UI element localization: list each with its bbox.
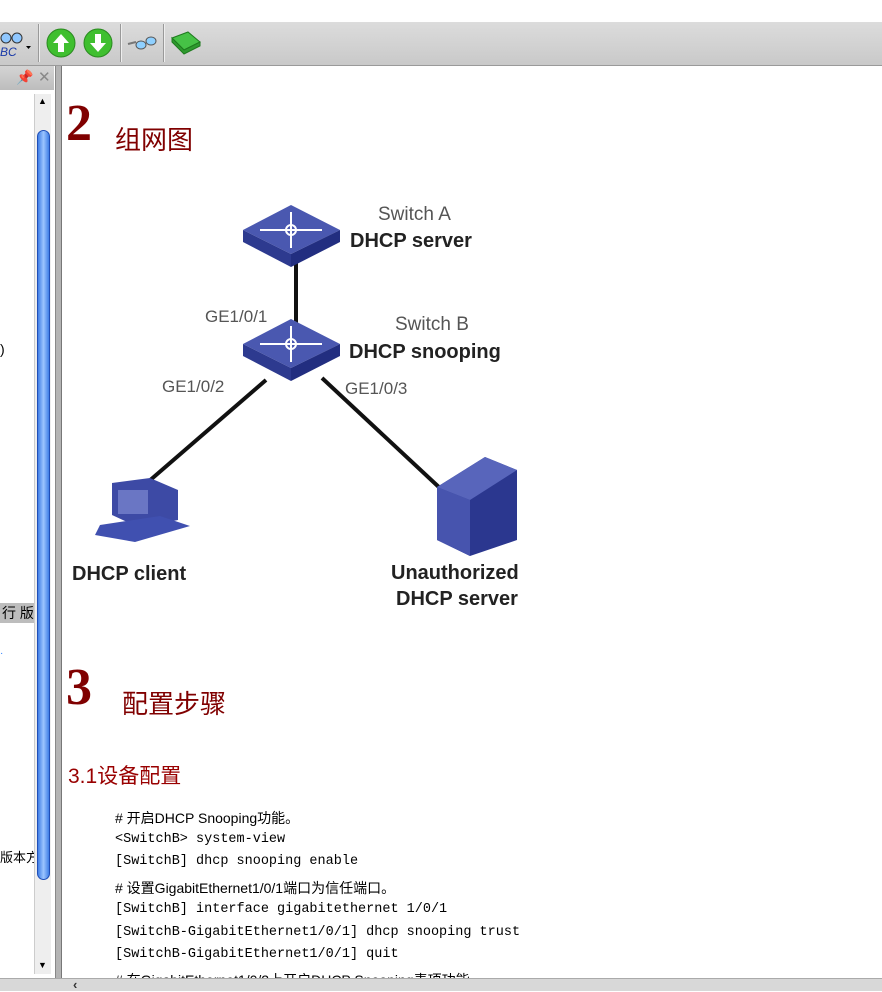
switch-b-icon [243,319,340,381]
client-label: DHCP client [72,563,186,585]
previous-arrow-icon[interactable] [46,28,76,58]
code-line: [SwitchB] dhcp snooping enable [115,854,359,869]
switch-a-icon [243,205,340,267]
switch-a-role: DHCP server [350,230,472,252]
section-title: 配置步骤 [122,690,227,719]
code-line: [SwitchB-GigabitEthernet1/0/1] quit [115,947,399,962]
switch-b-role: DHCP snooping [349,341,501,363]
nav-marker: · [0,648,4,659]
code-line: [SwitchB] interface gigabitethernet 1/0/… [115,902,448,917]
horizontal-scrollbar[interactable]: ‹ [0,977,882,992]
toolbar: BC [0,22,882,66]
svg-text:BC: BC [0,45,17,58]
pin-icon[interactable]: 📌 [16,69,34,85]
link-b-server [320,376,444,492]
switch-a-label: Switch A [378,204,451,225]
port-label: GE1/0/3 [345,379,407,398]
nav-text[interactable]: ) [0,341,5,357]
scroll-left-icon[interactable]: ‹ [73,977,78,992]
navigation-panel: 📌 ✕ ) 行 版 · 版本方 ▲ ▼ [0,66,56,978]
scroll-down-icon[interactable]: ▼ [38,960,47,970]
link-b-client [146,378,268,484]
document-content: 2 组网图 [62,66,882,978]
close-icon[interactable]: ✕ [38,69,51,86]
book-icon[interactable] [170,28,202,58]
rogue-server-icon [437,457,517,556]
section-title: 组网图 [115,126,194,155]
switch-b-label: Switch B [395,314,469,335]
section-number: 3 [66,659,92,716]
rogue-label: Unauthorized [391,562,519,584]
comment-line: # 设置GigabitEthernet1/0/1端口为信任端口。 [115,880,396,896]
network-diagram: Switch A DHCP server GE1/0/1 Switch B DH… [72,204,519,610]
code-line: <SwitchB> system-view [115,832,286,847]
nav-text[interactable]: 版本方 [0,850,40,865]
find-icon[interactable]: BC [0,28,34,59]
panel-vertical-scrollbar[interactable]: ▲ ▼ [34,94,51,974]
glasses-icon[interactable] [126,28,158,58]
pc-client-icon [95,478,190,542]
panel-splitter[interactable] [56,66,62,978]
section-number: 2 [66,95,92,152]
scrollbar-thumb[interactable] [37,130,50,880]
panel-header: 📌 ✕ [0,66,54,90]
comment-line: # 开启DHCP Snooping功能。 [115,810,300,826]
rogue-label: DHCP server [396,588,518,610]
nav-item-selected[interactable]: 行 版 [0,603,36,623]
port-label: GE1/0/1 [205,307,267,326]
code-line: [SwitchB-GigabitEthernet1/0/1] dhcp snoo… [115,925,521,940]
port-label: GE1/0/2 [162,377,224,396]
scroll-up-icon[interactable]: ▲ [38,96,47,106]
subsection-title: 3.1设备配置 [68,765,182,788]
next-arrow-icon[interactable] [83,28,113,58]
comment-line: # 在GigabitEthernet1/0/2上开启DHCP Snooping表… [115,970,470,978]
